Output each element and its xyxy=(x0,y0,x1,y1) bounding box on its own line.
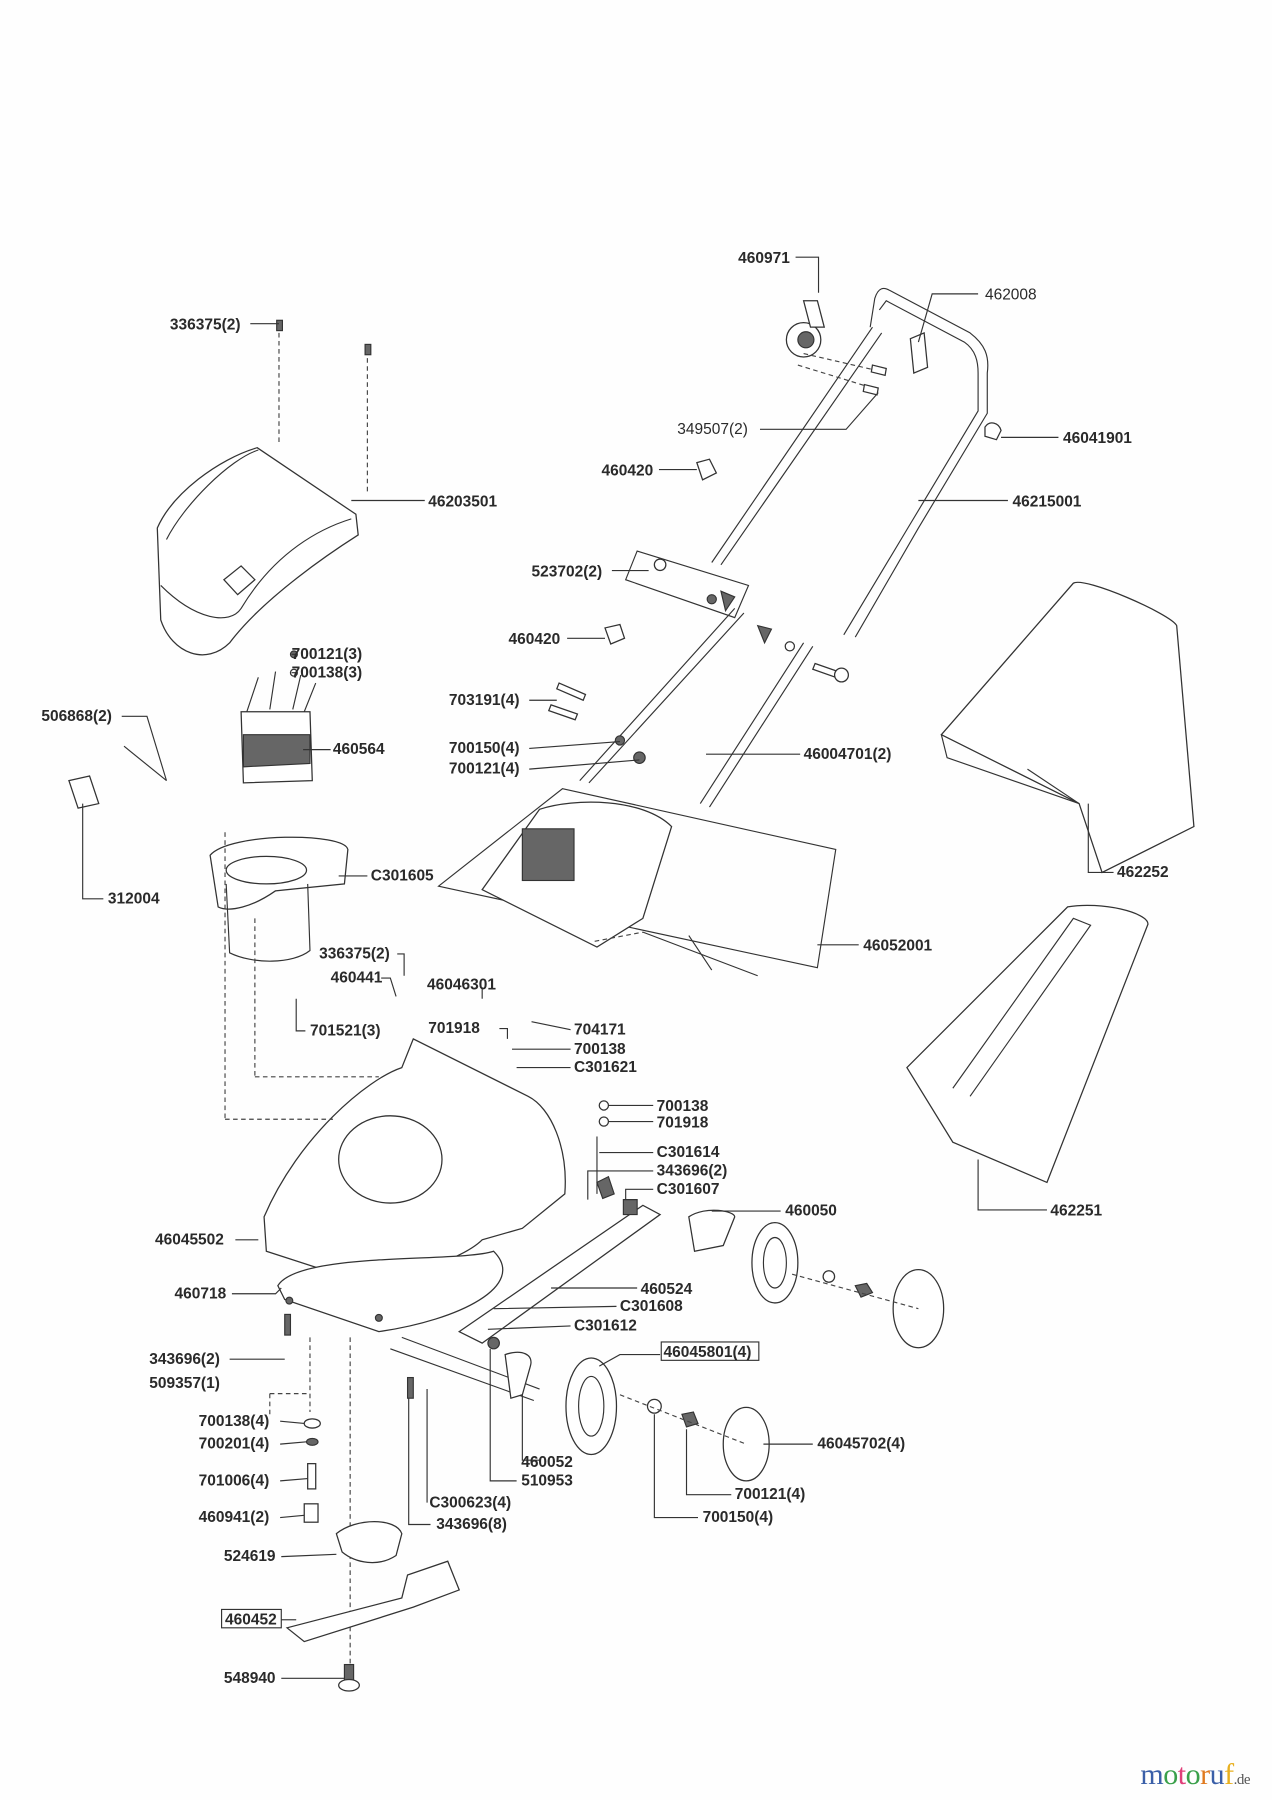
label-462251: 462251 xyxy=(1050,1203,1102,1220)
logo-letter: r xyxy=(1200,1758,1210,1791)
leader-lines xyxy=(82,256,1114,1679)
label-700121-lower: 700121(4) xyxy=(735,1486,806,1503)
label-336375-top: 336375(2) xyxy=(170,316,241,333)
label-46045702: 46045702(4) xyxy=(817,1436,905,1453)
label-46004701: 46004701(2) xyxy=(804,746,892,763)
label-46203501: 46203501 xyxy=(428,493,497,510)
label-460420-upper: 460420 xyxy=(602,462,654,479)
label-460524: 460524 xyxy=(641,1281,693,1298)
label-700138-lower: 700138 xyxy=(657,1098,709,1115)
logo-letter: o xyxy=(1185,1758,1201,1791)
label-510953: 510953 xyxy=(521,1472,573,1489)
label-700121-3: 700121(3) xyxy=(292,646,363,663)
logo-letter: m xyxy=(1140,1758,1164,1791)
label-C301621: C301621 xyxy=(574,1059,637,1076)
mower-deck-part xyxy=(224,832,566,1665)
label-336375-lower: 336375(2) xyxy=(319,946,390,963)
label-700138-upper: 700138 xyxy=(574,1041,626,1058)
blade-stack xyxy=(284,1313,461,1692)
label-460052: 460052 xyxy=(521,1454,573,1471)
label-701918-upper: 701918 xyxy=(428,1020,480,1037)
label-460452: 460452 xyxy=(225,1611,277,1628)
label-460941: 460941(2) xyxy=(199,1509,270,1526)
label-C301612: C301612 xyxy=(574,1317,637,1334)
label-46052001: 46052001 xyxy=(863,938,932,955)
label-506868: 506868(2) xyxy=(41,708,112,725)
logo-letter: f xyxy=(1224,1758,1234,1791)
label-700138-4: 700138(4) xyxy=(199,1413,270,1430)
grass-bag-part xyxy=(906,581,1195,1184)
logo-letter: u xyxy=(1209,1758,1225,1791)
label-C301614: C301614 xyxy=(657,1144,720,1161)
label-460050: 460050 xyxy=(785,1203,837,1220)
motor-assembly xyxy=(68,650,349,962)
label-700121-upper: 700121(4) xyxy=(449,761,520,778)
label-343696-2-upper: 343696(2) xyxy=(657,1163,728,1180)
label-509357: 509357(1) xyxy=(149,1375,220,1392)
label-701006: 701006(4) xyxy=(199,1472,270,1489)
label-460718: 460718 xyxy=(175,1285,227,1302)
label-460971: 460971 xyxy=(738,250,790,267)
label-343696-8: 343696(8) xyxy=(436,1516,507,1533)
handle-assembly xyxy=(547,287,1002,808)
label-46045801: 46045801(4) xyxy=(664,1344,752,1361)
label-C301605: C301605 xyxy=(371,867,434,884)
label-460452-box xyxy=(221,1608,282,1629)
label-701521: 701521(3) xyxy=(310,1022,381,1039)
grass-cover-part xyxy=(156,319,372,656)
label-46215001: 46215001 xyxy=(1013,493,1082,510)
label-343696-2-lower: 343696(2) xyxy=(149,1351,220,1368)
part-number-labels: 460971 462008 336375(2) 349507(2) 460419… xyxy=(41,250,1168,1687)
label-700150-upper: 700150(4) xyxy=(449,740,520,757)
label-46046301: 46046301 xyxy=(427,977,496,994)
label-524619: 524619 xyxy=(224,1548,276,1565)
label-462008: 462008 xyxy=(985,287,1037,304)
label-701918-lower: 701918 xyxy=(657,1114,709,1131)
label-349507: 349507(2) xyxy=(677,421,748,438)
logo-letter: t xyxy=(1177,1758,1186,1791)
label-700150-lower: 700150(4) xyxy=(703,1509,774,1526)
label-46045801-box xyxy=(660,1341,760,1361)
label-700138-3: 700138(3) xyxy=(292,664,363,681)
logo-letter: o xyxy=(1163,1758,1178,1791)
label-700201-4: 700201(4) xyxy=(199,1436,270,1453)
label-460564: 460564 xyxy=(333,741,385,758)
label-462252: 462252 xyxy=(1117,864,1169,881)
label-704171: 704171 xyxy=(574,1021,626,1038)
label-46041901: 46041901 xyxy=(1063,430,1132,447)
label-523702: 523702(2) xyxy=(532,563,603,580)
label-460441: 460441 xyxy=(331,970,383,987)
label-46045502: 46045502 xyxy=(155,1231,224,1248)
label-312004: 312004 xyxy=(108,890,160,907)
label-C300623: C300623(4) xyxy=(429,1494,511,1511)
label-548940: 548940 xyxy=(224,1670,276,1687)
switch-box-part xyxy=(437,788,837,977)
logo-suffix: .de xyxy=(1233,1772,1251,1788)
motoruf-logo: motoruf.de xyxy=(1140,1758,1250,1792)
label-C301607: C301607 xyxy=(657,1181,720,1198)
label-703191: 703191(4) xyxy=(449,692,520,709)
label-C301608: C301608 xyxy=(620,1298,683,1315)
label-460420-lower: 460420 xyxy=(509,631,561,648)
